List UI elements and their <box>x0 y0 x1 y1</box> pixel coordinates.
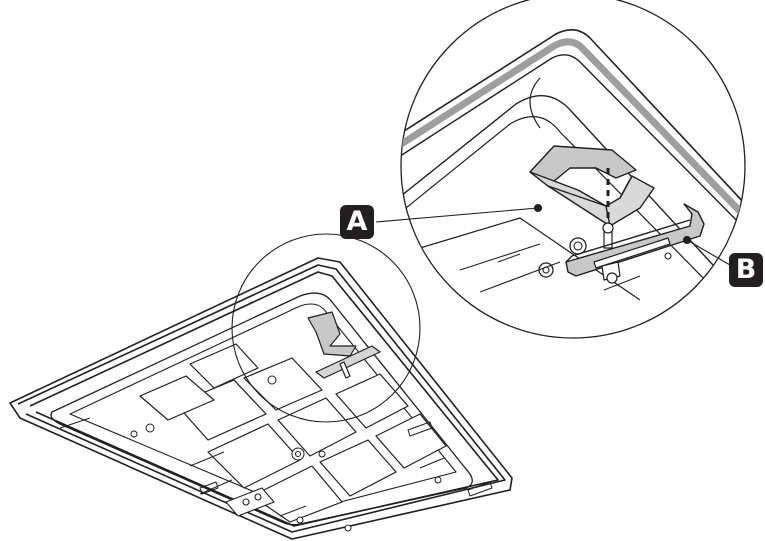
zoom-frame-outer <box>401 29 745 221</box>
underside-screws <box>130 375 442 532</box>
detail-circle-small <box>231 233 421 423</box>
connector-plate <box>225 487 275 517</box>
bracket-a-magnified <box>529 145 655 227</box>
leader-line-a <box>375 207 539 223</box>
main-unit-bracket-a <box>307 311 381 379</box>
bracket-b-magnified <box>565 203 705 284</box>
bracket-b-slot <box>593 237 671 269</box>
leader-dot-b <box>682 235 692 245</box>
detail-magnified-view <box>400 0 746 339</box>
callout-label-b: B <box>729 253 763 287</box>
zoom-tray-corner <box>401 95 745 317</box>
leader-lines <box>375 203 731 266</box>
alignment-guide <box>602 168 614 249</box>
callout-label-a: A <box>340 205 374 239</box>
leader-dot-a <box>533 203 543 213</box>
zoom-screw-2 <box>538 262 554 278</box>
leader-line-b <box>686 239 731 266</box>
appliance-base-tray <box>50 292 473 526</box>
appliance-underside <box>9 257 513 540</box>
underside-slots <box>59 417 493 517</box>
zoom-frame-strip <box>401 38 745 235</box>
